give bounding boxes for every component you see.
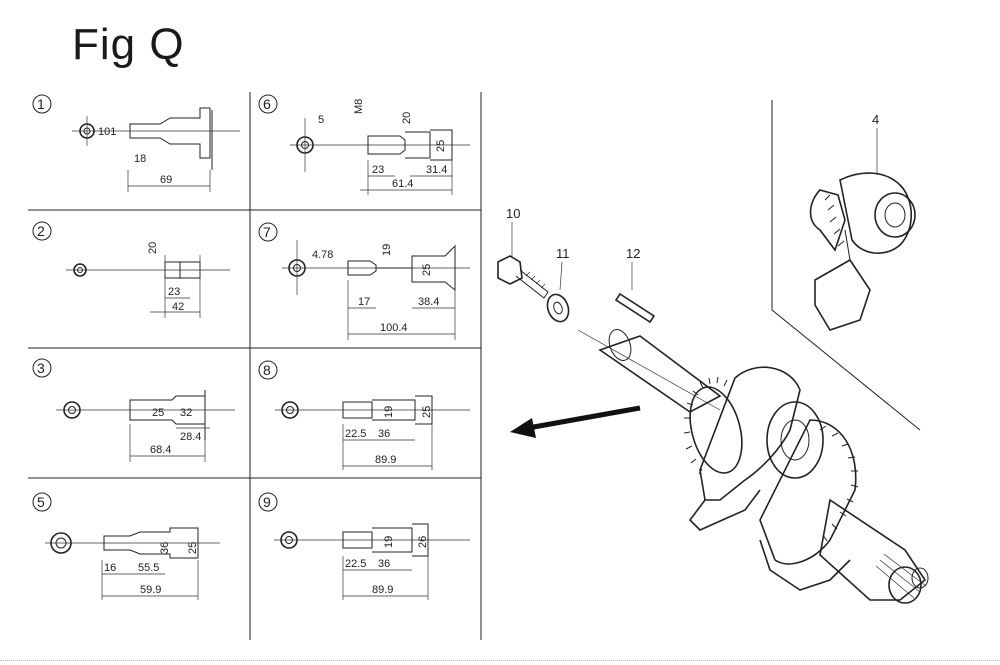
panel-6-number: 6 bbox=[263, 96, 271, 112]
panel-9: 9 19 26 22.5 36 89.9 bbox=[258, 492, 470, 600]
panel-6-dim-a: 5 bbox=[318, 114, 324, 126]
panel-6-dim-b: M8 bbox=[353, 99, 365, 114]
panel-6-dim-f: 31.4 bbox=[426, 164, 447, 176]
panel-grid bbox=[28, 92, 482, 640]
panel-1-dim-a: 101 bbox=[98, 126, 116, 138]
part-4-label: 4 bbox=[872, 112, 879, 127]
part-12-key: 12 bbox=[614, 246, 656, 324]
panel-3-dim-b: 32 bbox=[180, 407, 192, 419]
panel-3-dim-d: 68.4 bbox=[150, 444, 171, 456]
panel-5-dim-b: 25 bbox=[187, 542, 199, 554]
panel-5-dim-d: 55.5 bbox=[138, 562, 159, 574]
panel-3: 3 25 32 28.4 68.4 bbox=[32, 358, 235, 462]
figure-title: Fig Q bbox=[72, 20, 185, 69]
part-4-detail: 4 bbox=[771, 100, 921, 431]
panel-2: 2 20 23 42 bbox=[32, 221, 230, 318]
panel-9-dim-d: 36 bbox=[378, 558, 390, 570]
panel-1-dim-b: 18 bbox=[134, 153, 146, 165]
panel-6-dim-e: 23 bbox=[372, 164, 384, 176]
panel-1-dim-c: 69 bbox=[160, 174, 172, 186]
panel-8-dim-e: 89.9 bbox=[375, 454, 396, 466]
panel-7-dim-c: 25 bbox=[421, 264, 433, 276]
panel-1-number: 1 bbox=[37, 96, 45, 112]
panel-3-dim-a: 25 bbox=[152, 407, 164, 419]
panel-7-dim-b: 19 bbox=[381, 244, 393, 256]
panel-2-dim-b: 23 bbox=[168, 286, 180, 298]
panel-5-number: 5 bbox=[37, 494, 45, 510]
panel-9-dim-a: 19 bbox=[383, 536, 395, 548]
panel-6-dim-d: 25 bbox=[435, 140, 447, 152]
panel-2-number: 2 bbox=[37, 223, 45, 239]
panel-7: 7 4.78 19 25 17 38.4 100.4 bbox=[258, 222, 470, 340]
panel-7-dim-d: 17 bbox=[358, 296, 370, 308]
panel-6: 6 5 M8 20 25 23 31.4 61.4 bbox=[258, 94, 470, 195]
panel-3-dim-c: 28.4 bbox=[180, 431, 201, 443]
part-11-washer: 11 bbox=[546, 246, 570, 323]
crankshaft-assembly bbox=[577, 329, 929, 604]
panel-8-dim-d: 36 bbox=[378, 428, 390, 440]
panel-5-dim-c: 16 bbox=[104, 562, 116, 574]
panel-1: 1 101 18 69 bbox=[32, 94, 240, 192]
part-10-label: 10 bbox=[506, 206, 520, 221]
panel-8: 8 19 25 22.5 36 89.9 bbox=[258, 360, 470, 470]
part-10-bolt: 10 bbox=[497, 206, 549, 299]
panel-6-dim-g: 61.4 bbox=[392, 178, 413, 190]
panel-8-dim-c: 22.5 bbox=[345, 428, 366, 440]
direction-arrow bbox=[510, 405, 641, 438]
panel-8-dim-b: 25 bbox=[421, 406, 433, 418]
panel-9-dim-e: 89.9 bbox=[372, 584, 393, 596]
panel-2-dim-a: 20 bbox=[147, 242, 159, 254]
panel-8-number: 8 bbox=[263, 362, 271, 378]
panel-2-dim-c: 42 bbox=[172, 301, 184, 313]
panel-9-number: 9 bbox=[263, 494, 271, 510]
panel-7-dim-e: 38.4 bbox=[418, 296, 439, 308]
panel-9-dim-c: 22.5 bbox=[345, 558, 366, 570]
panel-7-dim-a: 4.78 bbox=[312, 249, 333, 261]
panel-9-dim-b: 26 bbox=[417, 536, 429, 548]
panel-6-dim-c: 20 bbox=[401, 112, 413, 124]
panel-5-dim-e: 59.9 bbox=[140, 584, 161, 596]
bottom-dotted-rule bbox=[0, 660, 1000, 663]
part-11-label: 11 bbox=[556, 246, 570, 261]
panel-8-dim-a: 19 bbox=[383, 406, 395, 418]
panel-7-number: 7 bbox=[263, 224, 271, 240]
panel-3-number: 3 bbox=[37, 360, 45, 376]
panel-7-dim-f: 100.4 bbox=[380, 322, 408, 334]
part-12-label: 12 bbox=[626, 246, 640, 261]
panel-5-dim-a: 36 bbox=[159, 542, 171, 554]
panel-5: 5 36 25 16 55.5 59.9 bbox=[32, 492, 220, 600]
